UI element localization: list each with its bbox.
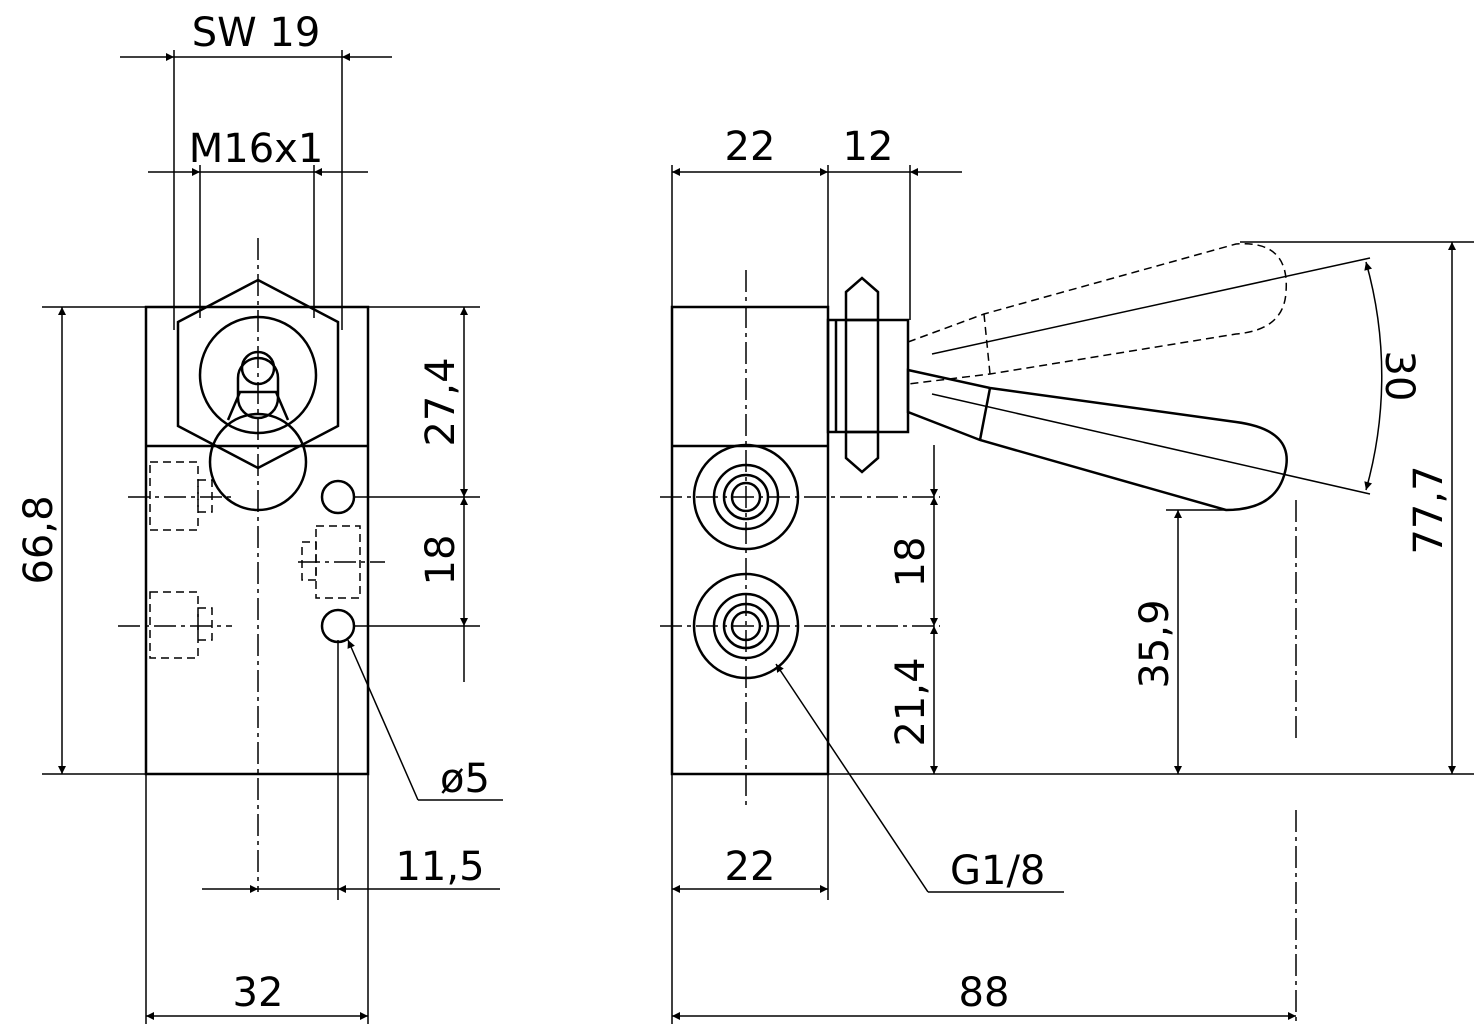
dim-11-5: 11,5 [395, 844, 484, 890]
hole-lower [320, 608, 356, 644]
hole-upper [320, 479, 356, 515]
dim-length-total: 88 [959, 970, 1010, 1016]
dim-height-total: 77,7 [1406, 465, 1452, 554]
dim-35-9: 35,9 [1132, 599, 1178, 688]
hidden-port-2b [197, 607, 213, 641]
hidden-port-2 [149, 591, 199, 659]
dim-sw: SW 19 [192, 10, 321, 56]
dim-height-front: 66,8 [16, 495, 62, 584]
dim-27-4: 27,4 [418, 357, 464, 446]
hidden-port-3b [301, 541, 317, 581]
threaded-bushing [826, 318, 910, 434]
dim-side-22-bottom: 22 [725, 844, 776, 890]
front-body [144, 305, 370, 776]
dim-thread: M16x1 [189, 126, 324, 172]
side-nut [844, 276, 880, 474]
side-body [670, 305, 830, 776]
hidden-port-1 [149, 461, 199, 531]
dim-hole-dia: ø5 [440, 756, 490, 802]
hidden-port-1b [197, 479, 213, 513]
dim-width-front: 32 [233, 970, 284, 1016]
front-view: SW 19 M16x1 66,8 27,4 18 ø5 11, [16, 10, 503, 1024]
dim-side-12: 12 [843, 124, 894, 170]
dim-18-front: 18 [418, 535, 464, 586]
toggle-lever [906, 368, 1288, 512]
side-view: 30 22 12 77,7 18 21,4 35,9 G1/8 [660, 124, 1474, 1024]
dim-port: G1/8 [950, 848, 1045, 894]
dim-angle: 30 [1376, 351, 1422, 402]
dim-side-22-top: 22 [725, 124, 776, 170]
toggle-lever-alt [907, 243, 1287, 385]
dim-21-4: 21,4 [888, 657, 934, 746]
dim-18-side: 18 [888, 537, 934, 588]
